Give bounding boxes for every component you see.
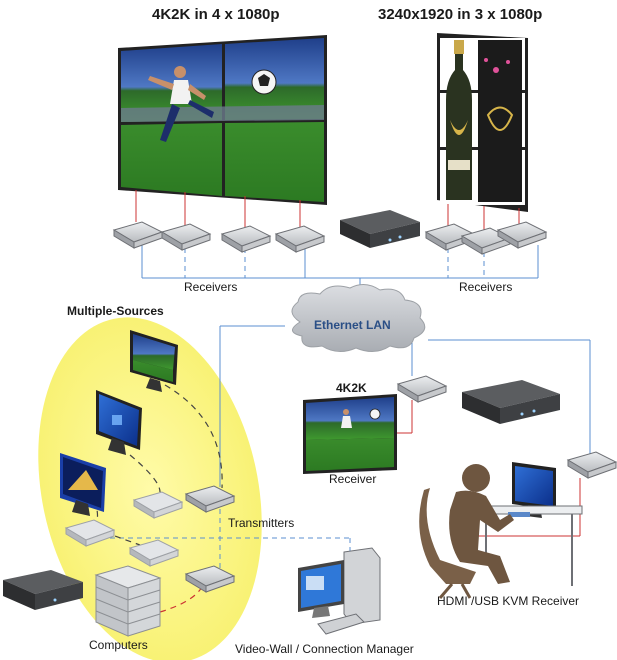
multiple-sources-label: Multiple-Sources bbox=[67, 304, 164, 318]
kvm-operator bbox=[419, 464, 583, 599]
chassis-top bbox=[340, 210, 420, 248]
computer-stack bbox=[94, 565, 162, 637]
monitor-3d bbox=[60, 453, 106, 516]
monitor-soccer bbox=[130, 330, 178, 392]
computers-label: Computers bbox=[89, 638, 148, 652]
transmitter-1 bbox=[184, 485, 236, 513]
transmitter-2 bbox=[132, 491, 184, 519]
receiver-label: Receiver bbox=[329, 472, 377, 486]
receiver-row-right bbox=[424, 221, 548, 255]
receivers-left-label: Receivers bbox=[184, 280, 238, 294]
monitor-windows-1 bbox=[96, 390, 142, 455]
receivers-right-label: Receivers bbox=[459, 280, 513, 294]
computer-link bbox=[159, 579, 206, 613]
kvm-receiver-label: HDMI /USB KVM Receiver bbox=[437, 594, 580, 608]
manager-workstation bbox=[298, 547, 381, 635]
display-4k2k-label: 4K2K bbox=[336, 381, 367, 395]
transmitter-3 bbox=[64, 519, 116, 547]
chassis-right bbox=[462, 380, 560, 424]
ethernet-lan-label: Ethernet LAN bbox=[314, 318, 391, 332]
display-4k2k bbox=[303, 394, 397, 474]
ethernet-cloud bbox=[291, 284, 426, 352]
right-wall-title: 3240x1920 in 3 x 1080p bbox=[378, 6, 543, 23]
manager-label: Video-Wall / Connection Manager bbox=[235, 642, 414, 656]
receiver-kvm bbox=[566, 451, 617, 479]
receiver-middle bbox=[396, 375, 448, 403]
transmitters-label: Transmitters bbox=[228, 516, 295, 530]
video-wall-left bbox=[118, 35, 327, 205]
chassis-bottom-left bbox=[3, 570, 83, 610]
video-wall-right bbox=[437, 33, 528, 212]
receiver-row-left bbox=[112, 221, 326, 253]
ethernet-links bbox=[141, 245, 591, 487]
transmitter-5 bbox=[184, 565, 236, 593]
ethernet-links-dashed bbox=[110, 248, 485, 570]
left-wall-title: 4K2K in 4 x 1080p bbox=[152, 6, 280, 23]
transmitter-4 bbox=[128, 539, 180, 567]
